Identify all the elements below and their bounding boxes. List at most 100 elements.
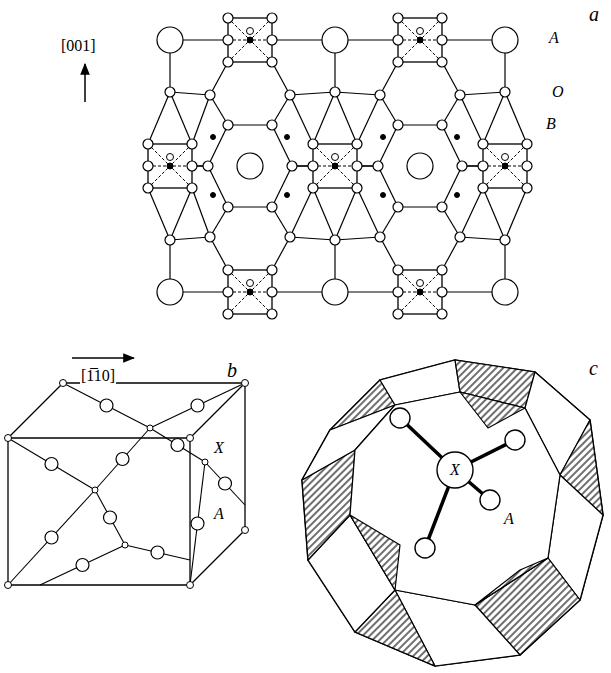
bond-line [398,124,442,125]
cell-edge [7,438,8,585]
apex-atom [417,280,424,287]
bond-line [228,206,272,207]
bond-line [290,237,335,240]
oxygen-atom [393,202,403,212]
oxygen-atom [455,232,465,242]
bond-line [505,188,527,240]
oxygen-atom [267,309,277,319]
oxygen-atom [352,139,362,149]
b-cation-dot [502,163,508,169]
atom-label: A [213,506,225,522]
x-site-atom [437,452,473,488]
cell-edge [244,383,245,530]
oxygen-atom [373,161,383,171]
cell-edge [190,383,245,438]
octahedron [223,265,277,319]
panel-letter: c [588,358,599,378]
apex-atom [332,154,339,161]
b-cation-dot [247,289,253,295]
bond-line [272,237,290,270]
axis-label: [001] [60,38,97,54]
bond-line [290,188,313,237]
network-bond [205,462,245,505]
corner-atom [187,582,194,589]
octahedron-outline [398,270,442,314]
oxygen-atom [287,161,297,171]
oxygen-atom [437,287,447,297]
bond-line [357,95,380,144]
b-cation-dot [285,135,290,140]
oxygen-atom [223,202,233,212]
bond-line [335,92,357,144]
bond-line [170,92,192,144]
network-bond [8,490,95,585]
oxygen-atom [223,120,233,130]
b-cation-dot [167,163,173,169]
apex-atom [167,154,174,161]
atom-label: O [551,84,565,100]
oxygen-atom [223,287,233,297]
oxygen-atom [437,309,447,319]
oxygen-atom [308,161,318,171]
apex-atom [417,28,424,35]
oxygen-atom [393,57,403,67]
a-site-atom [505,430,525,450]
bond-line [442,125,462,166]
oxygen-atom [393,309,403,319]
bond-line [210,62,228,95]
oxygen-atom [500,235,510,245]
b-cation-dot [417,289,423,295]
octahedron-outline [228,270,272,314]
a-site-atom [219,477,232,490]
cell-edge [8,584,190,585]
b-cation-dot [247,37,253,43]
bond-line [290,95,313,144]
apex-atom [247,280,254,287]
octahedron-outline [228,18,272,62]
a-site-atom [45,531,58,544]
bond-line [335,188,357,240]
bond-line [378,166,398,207]
oxygen-atom [165,235,175,245]
oxygen-atom [205,90,215,100]
b-cation-dot [455,193,460,198]
oxygen-atom [522,161,532,171]
bond-line [208,125,228,166]
oxygen-atom [455,90,465,100]
b-cation-dot [381,135,386,140]
oxygen-atom [393,120,403,130]
bond-line [192,188,210,237]
oxygen-atom [203,161,213,171]
a-site-atom [76,559,89,572]
a-cation-atom [322,279,348,305]
oxygen-atom [437,13,447,23]
bond-line [460,188,483,237]
bond-line [170,92,210,95]
network-bond [63,383,150,428]
oxygen-atom [267,35,277,45]
bond-line [398,206,442,207]
a-cation-atom [157,27,183,53]
polyhedra [143,13,532,319]
oxygen-atom [223,35,233,45]
oxygen-atom [478,161,488,171]
oxygen-atom [267,287,277,297]
octahedron [223,13,277,67]
x-site-atom [202,459,208,465]
oxygen-atom [285,90,295,100]
a-cation-atom [492,279,518,305]
oxygen-atom [437,120,447,130]
oxygen-atom [187,183,197,193]
a-cation-atom [237,153,263,179]
bond-line [272,125,292,166]
oxygen-atom [522,183,532,193]
a-site-atom [390,408,410,428]
oxygen-atom [143,139,153,149]
a-site-atom [415,538,435,558]
oxygen-atom [143,161,153,171]
b-cation-dot [332,163,338,169]
atom-label: X [449,462,461,478]
oxygen-atom [223,265,233,275]
